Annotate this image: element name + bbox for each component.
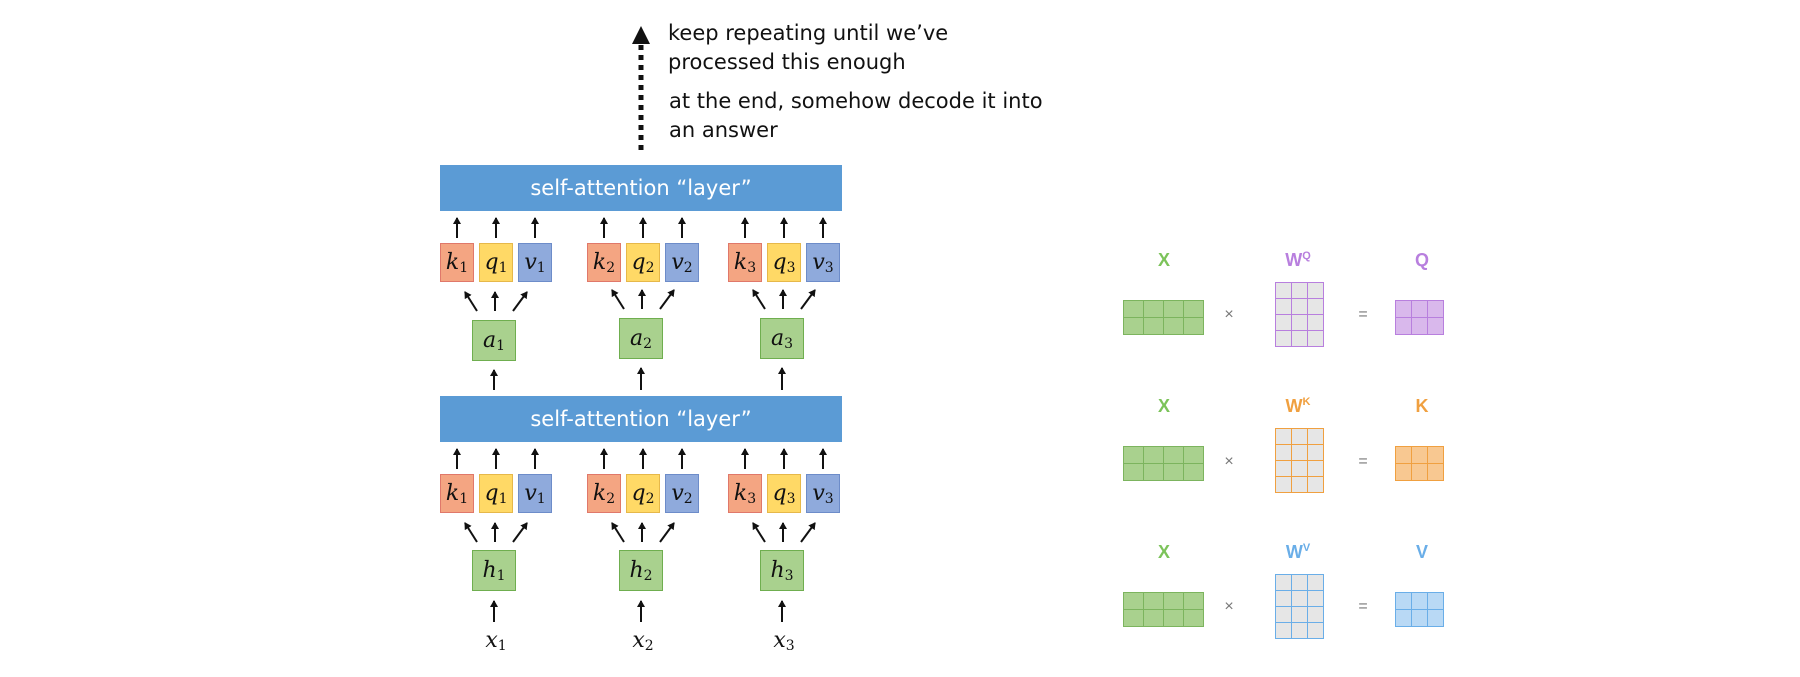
v-matrix — [1395, 592, 1444, 627]
key-box-bottom-1: k1 — [440, 474, 474, 513]
x-input-3: x3 — [773, 628, 795, 654]
a-node-3: a3 — [760, 318, 804, 359]
key-box-bottom-2: k2 — [587, 474, 621, 513]
q-label: Q — [1414, 250, 1429, 270]
times-sign-k: × — [1224, 453, 1234, 470]
times-sign-v: × — [1224, 598, 1234, 615]
w-matrix-q — [1275, 282, 1324, 347]
arrows-x-to-h — [490, 600, 786, 622]
h-node-3: h3 — [760, 550, 804, 591]
arrows-layer-to-a — [490, 367, 786, 390]
arrows-top-kqv-to-layer — [453, 217, 827, 238]
wq-label: WQ — [1285, 250, 1311, 270]
x-label-q: X — [1157, 250, 1170, 270]
h-node-1: h1 — [472, 550, 516, 591]
query-box-bottom-3: q3 — [767, 474, 801, 513]
k-label: K — [1415, 396, 1429, 416]
key-box-bottom-3: k3 — [728, 474, 762, 513]
x-matrix-v — [1123, 592, 1204, 627]
wk-label: WK — [1285, 396, 1311, 416]
w-matrix-k — [1275, 428, 1324, 493]
h-node-2: h2 — [619, 550, 663, 591]
x-matrix-k — [1123, 446, 1204, 481]
key-box-top-3: k3 — [728, 243, 762, 282]
x-input-2: x2 — [632, 628, 654, 654]
q-matrix — [1395, 300, 1444, 335]
arrows-h-to-kqv — [464, 522, 816, 543]
value-box-bottom-1: v1 — [518, 474, 552, 513]
key-box-top-2: k2 — [587, 243, 621, 282]
value-box-bottom-3: v3 — [806, 474, 840, 513]
repeat-note: keep repeating until we’ve processed thi… — [668, 21, 949, 74]
arrows-a-to-kqv — [464, 289, 816, 312]
query-box-top-2: q2 — [626, 243, 660, 282]
query-box-bottom-1: q1 — [479, 474, 513, 513]
self-attention-layer-bottom: self-attention “layer” — [440, 396, 842, 442]
value-box-top-1: v1 — [518, 243, 552, 282]
query-box-top-3: q3 — [767, 243, 801, 282]
equals-sign-v: = — [1358, 598, 1368, 615]
a-node-1: a1 — [472, 320, 516, 361]
times-sign-q: × — [1224, 306, 1234, 323]
decode-note: at the end, somehow decode it into an an… — [669, 89, 1043, 142]
k-matrix — [1395, 446, 1444, 481]
a-node-2: a2 — [619, 318, 663, 359]
x-input-1: x1 — [485, 628, 507, 654]
arrows-bottom-kqv-to-layer — [453, 448, 827, 469]
w-matrix-v — [1275, 574, 1324, 639]
repeat-dotted-arrow — [632, 26, 650, 150]
query-box-top-1: q1 — [479, 243, 513, 282]
value-box-bottom-2: v2 — [665, 474, 699, 513]
x-label-v: X — [1157, 542, 1170, 562]
query-box-bottom-2: q2 — [626, 474, 660, 513]
equals-sign-q: = — [1358, 306, 1368, 323]
x-label-k: X — [1157, 396, 1170, 416]
x-matrix-q — [1123, 300, 1204, 335]
v-label: V — [1415, 542, 1428, 562]
value-box-top-2: v2 — [665, 243, 699, 282]
equals-sign-k: = — [1358, 453, 1368, 470]
self-attention-layer-top: self-attention “layer” — [440, 165, 842, 211]
wv-label: WV — [1285, 542, 1311, 562]
value-box-top-3: v3 — [806, 243, 840, 282]
key-box-top-1: k1 — [440, 243, 474, 282]
